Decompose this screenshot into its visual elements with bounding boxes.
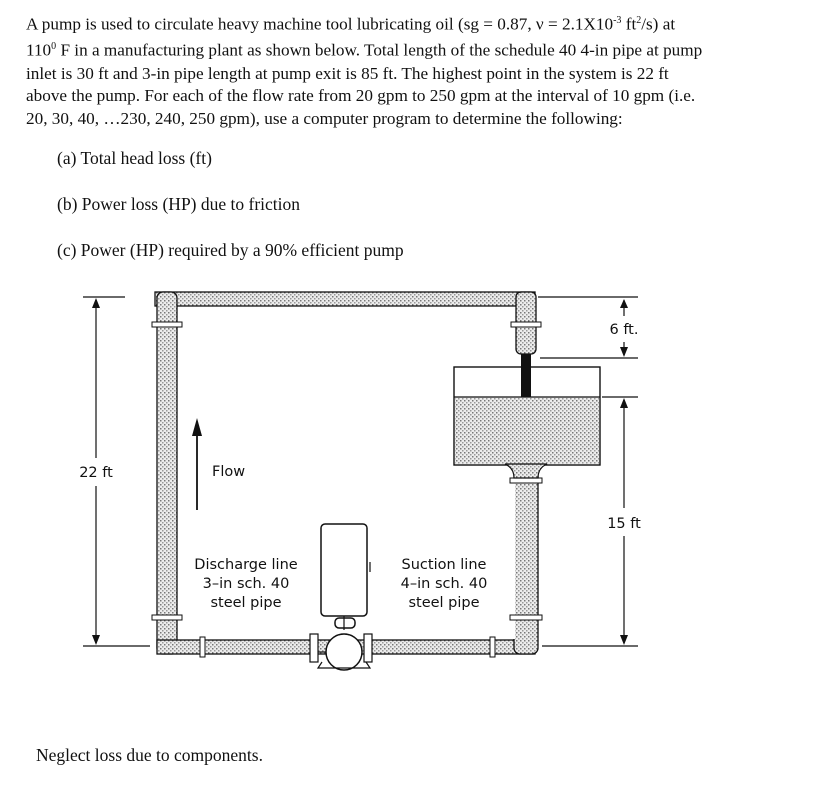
dim-left-label: 22 ft: [79, 465, 113, 481]
svg-text:4–in sch. 40: 4–in sch. 40: [401, 576, 488, 592]
dimension-6ft: 6 ft.: [538, 296, 639, 359]
question-a: (a) Total head loss (ft): [57, 148, 212, 168]
dim-6ft-label: 6 ft.: [610, 322, 639, 338]
svg-text:3–in sch. 40: 3–in sch. 40: [203, 576, 290, 592]
problem-line-1: A pump is used to circulate heavy machin…: [26, 14, 676, 34]
discharge-label: Discharge line 3–in sch. 40 steel pipe: [194, 557, 297, 611]
problem-statement: A pump is used to circulate heavy machin…: [26, 10, 816, 130]
tank: [453, 354, 601, 479]
note-text: Neglect loss due to components.: [36, 745, 263, 765]
question-b: (b) Power loss (HP) due to friction: [57, 194, 301, 214]
svg-text:steel pipe: steel pipe: [210, 595, 281, 611]
problem-line-3: inlet is 30 ft and 3-in pipe length at p…: [26, 63, 669, 83]
suction-label: Suction line 4–in sch. 40 steel pipe: [401, 557, 488, 611]
pump-motor: [309, 523, 373, 671]
flow-arrow: Flow: [192, 418, 245, 510]
flow-label: Flow: [212, 464, 245, 480]
dim-15ft-label: 15 ft: [607, 516, 641, 532]
svg-text:Discharge line: Discharge line: [194, 557, 297, 573]
dimension-15ft: 15 ft: [542, 396, 641, 647]
svg-text:Suction line: Suction line: [402, 557, 487, 573]
dimension-22ft: 22 ft: [79, 296, 150, 647]
question-c: (c) Power (HP) required by a 90% efficie…: [57, 240, 404, 260]
problem-line-5: 20, 30, 40, …230, 240, 250 gpm), use a c…: [26, 108, 623, 128]
problem-line-4: above the pump. For each of the flow rat…: [26, 86, 696, 106]
problem-line-2: 1100 F in a manufacturing plant as shown…: [26, 41, 703, 61]
svg-text:steel pipe: steel pipe: [408, 595, 479, 611]
